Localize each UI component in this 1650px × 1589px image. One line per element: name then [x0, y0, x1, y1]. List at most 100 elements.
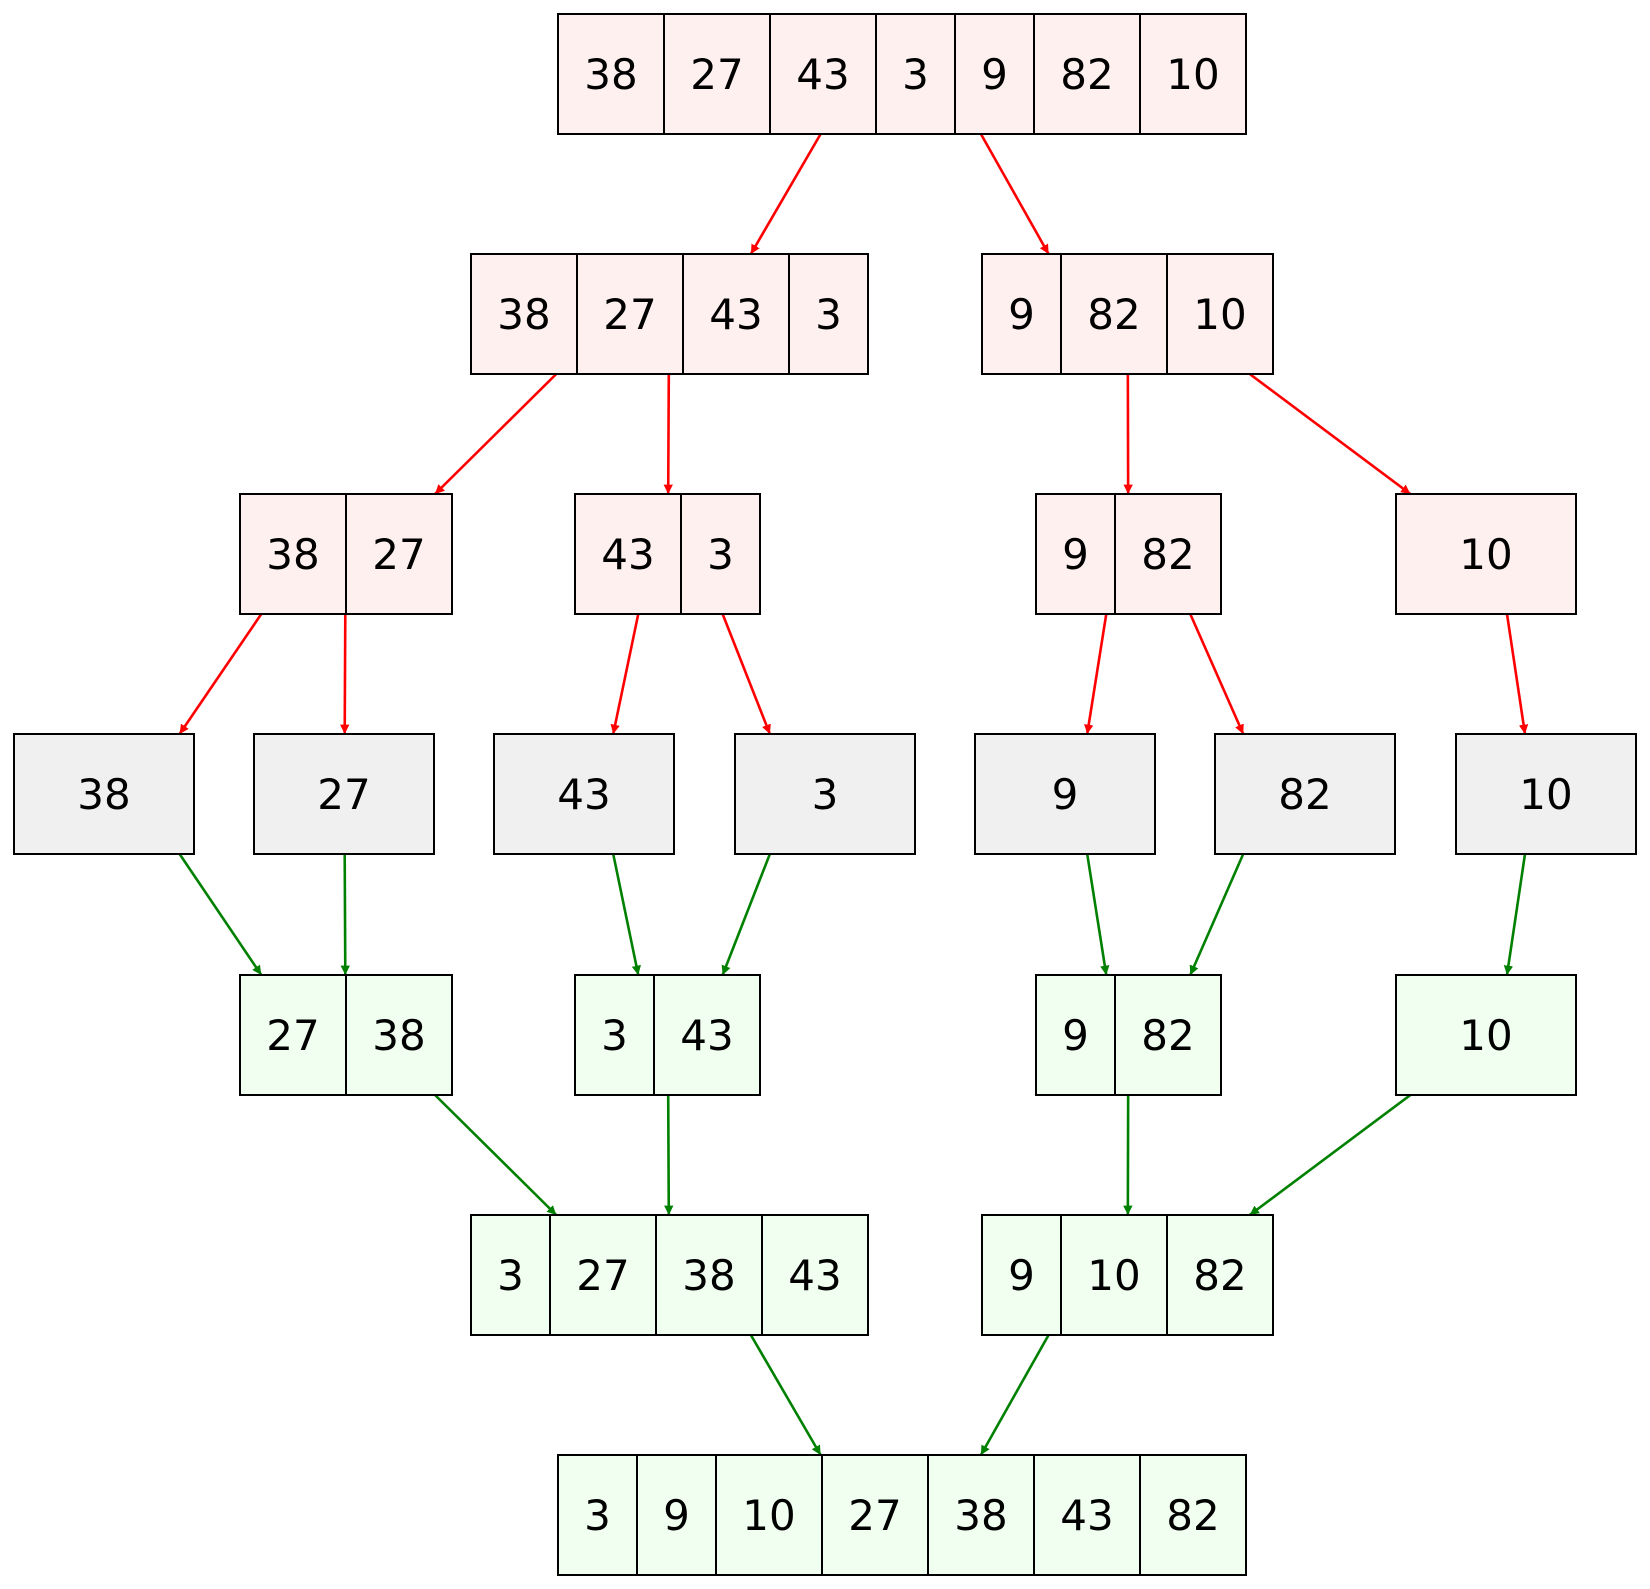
- merge-edge-arrow: [340, 853, 350, 976]
- array-cell-value: 27: [266, 1011, 319, 1060]
- merge-edge-arrow: [979, 1334, 1050, 1456]
- split-edge-arrow: [434, 373, 558, 495]
- array-cell-value: 9: [981, 50, 1008, 99]
- array-box: [493, 733, 675, 855]
- array-cell-value: 27: [372, 530, 425, 579]
- array-cell-value: 10: [1166, 50, 1219, 99]
- merge-array-node: 3 43: [574, 974, 761, 1096]
- array-cell-value: 3: [601, 1011, 628, 1060]
- array-box: [1214, 733, 1396, 855]
- leaf-array-node: 38: [13, 733, 195, 855]
- array-box: [470, 253, 869, 375]
- split-edge-arrow: [979, 133, 1050, 255]
- merge-array-node: 9 82: [1035, 974, 1222, 1096]
- array-cell-value: 10: [1087, 1251, 1140, 1300]
- merge-edge-arrow: [611, 853, 641, 976]
- array-cell-value: 9: [1008, 1251, 1035, 1300]
- array-cell-value: 43: [788, 1251, 841, 1300]
- split-edge-arrow: [1084, 613, 1108, 735]
- array-cell-value: 9: [1052, 770, 1079, 819]
- array-cell-value: 38: [954, 1491, 1007, 1540]
- split-edge-arrow: [1189, 613, 1245, 735]
- array-box: [13, 733, 195, 855]
- array-cell-value: 43: [601, 530, 654, 579]
- array-box: [1035, 493, 1222, 615]
- merge-array-node: 10: [1395, 974, 1577, 1096]
- array-cell-value: 43: [709, 290, 762, 339]
- array-cell-value: 3: [497, 1251, 524, 1300]
- array-cell-value: 43: [796, 50, 849, 99]
- array-box: [253, 733, 435, 855]
- array-box: [1455, 733, 1637, 855]
- array-cell-value: 9: [1062, 530, 1089, 579]
- array-cell-value: 82: [1193, 1251, 1246, 1300]
- merge-edge-arrow: [1085, 853, 1110, 976]
- merge-edge-arrow: [434, 1094, 558, 1216]
- merge-edge-arrow: [1189, 853, 1245, 976]
- merge-edge-arrow: [178, 853, 263, 976]
- array-cell-value: 10: [1193, 290, 1246, 339]
- array-cell-value: 10: [742, 1491, 795, 1540]
- array-cell-value: 43: [680, 1011, 733, 1060]
- array-cell-value: 10: [1459, 530, 1512, 579]
- array-box: [981, 253, 1274, 375]
- array-box: [557, 1454, 1247, 1576]
- array-cell-value: 27: [690, 50, 743, 99]
- array-cell-value: 3: [815, 290, 842, 339]
- array-cell-value: 9: [663, 1491, 690, 1540]
- array-box: [557, 13, 1247, 135]
- array-cell-value: 38: [497, 290, 550, 339]
- array-cell-value: 3: [812, 770, 839, 819]
- split-edge-arrow: [1505, 613, 1529, 735]
- array-cell-value: 43: [1060, 1491, 1113, 1540]
- array-cell-value: 10: [1459, 1011, 1512, 1060]
- array-cell-value: 38: [77, 770, 130, 819]
- array-cell-value: 38: [584, 50, 637, 99]
- merge-edge-arrow: [1503, 853, 1527, 976]
- array-cell-value: 27: [576, 1251, 629, 1300]
- array-cell-value: 3: [902, 50, 929, 99]
- array-cell-value: 10: [1519, 770, 1572, 819]
- leaf-array-node: 10: [1455, 733, 1637, 855]
- array-cell-value: 43: [557, 770, 610, 819]
- array-box: [574, 493, 761, 615]
- merge-edge-arrow: [1248, 1093, 1412, 1217]
- array-box: [734, 733, 916, 855]
- leaf-array-node: 3: [734, 733, 916, 855]
- array-box: [1395, 493, 1577, 615]
- array-box: [974, 733, 1156, 855]
- leaf-array-node: 82: [1214, 733, 1396, 855]
- edges-layer: [178, 133, 1529, 1456]
- split-edge-arrow: [610, 613, 640, 735]
- merge-edge-arrow: [664, 1094, 674, 1216]
- split-array-node: 10: [1395, 493, 1577, 615]
- split-edge-arrow: [749, 133, 822, 255]
- split-array-node: 38 27 43 3 9 82 10: [557, 13, 1247, 135]
- split-edge-arrow: [178, 613, 263, 735]
- leaf-array-node: 27: [253, 733, 435, 855]
- array-cell-value: 27: [603, 290, 656, 339]
- array-cell-value: 27: [848, 1491, 901, 1540]
- array-cell-value: 82: [1278, 770, 1331, 819]
- array-cell-value: 38: [266, 530, 319, 579]
- array-cell-value: 82: [1060, 50, 1113, 99]
- array-cell-value: 82: [1087, 290, 1140, 339]
- leaf-array-node: 43: [493, 733, 675, 855]
- array-cell-value: 38: [372, 1011, 425, 1060]
- array-box: [574, 974, 761, 1096]
- array-cell-value: 9: [1062, 1011, 1089, 1060]
- merge-array-node: 27 38: [239, 974, 453, 1096]
- split-array-node: 9 82 10: [981, 253, 1274, 375]
- array-cell-value: 82: [1166, 1491, 1219, 1540]
- array-cell-value: 9: [1008, 290, 1035, 339]
- array-box: [981, 1214, 1274, 1336]
- array-cell-value: 82: [1141, 1011, 1194, 1060]
- merge-edge-arrow: [749, 1334, 822, 1456]
- array-cell-value: 27: [317, 770, 370, 819]
